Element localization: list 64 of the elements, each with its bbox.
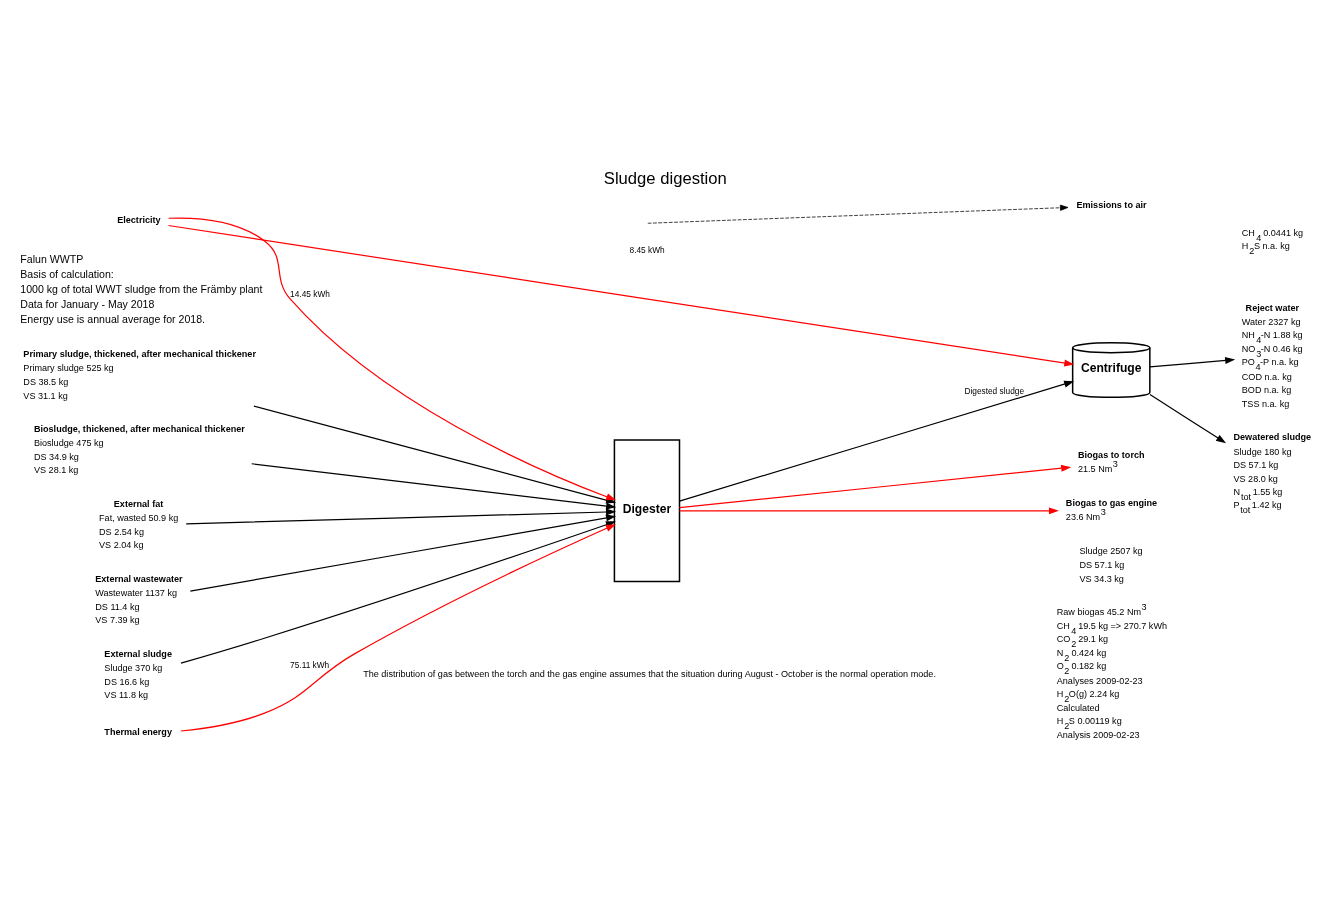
node-text: Emissions to air <box>1076 199 1147 210</box>
node-label: VS 28.1 kg <box>33 464 79 475</box>
node-label: DS 38.5 kg <box>23 376 69 387</box>
node-text: External fat <box>113 498 164 509</box>
label: Basis of calculation: <box>20 267 114 280</box>
node-label: VS 2.04 kg <box>99 539 144 550</box>
node-label: Primary sludge 525 kg <box>23 362 114 373</box>
label: Energy use is annual average for 2018. <box>20 312 205 325</box>
node-label: BOD n.a. kg <box>1241 384 1292 395</box>
node-text: External wastewater <box>95 573 183 584</box>
arrow <box>180 523 616 732</box>
label: VS 34.3 kg <box>1079 573 1124 584</box>
node-text: Biogas to gas engine <box>1065 497 1158 508</box>
edge-label: 8.45 kWh <box>629 244 665 255</box>
node-label: DS 16.6 kg <box>104 676 150 687</box>
node-label: VS 28.0 kg <box>1233 473 1278 484</box>
label: Data for January - May 2018 <box>20 297 155 310</box>
arrow <box>1149 356 1236 367</box>
node-text: Primary sludge, thickened, after mechanical thickener <box>23 348 256 359</box>
arrow <box>189 513 617 592</box>
label: Calculated <box>1056 702 1100 713</box>
arrow <box>167 224 1075 366</box>
arrow <box>678 506 1059 514</box>
arrow <box>167 216 617 500</box>
node-box: Digester <box>613 438 681 582</box>
node-text: External sludge <box>104 648 172 659</box>
node-text: Biogas to torch <box>1077 449 1145 460</box>
diagram-title: Sludge digestion <box>603 168 727 188</box>
edge-label: 75.11 kWh <box>290 659 330 670</box>
node-label: COD n.a. kg <box>1241 371 1292 382</box>
node-label: DS 57.1 kg <box>1233 459 1279 470</box>
label: Falun WWTP <box>20 252 84 265</box>
node-text: Electricity <box>117 214 161 225</box>
node-label: Sludge 180 kg <box>1233 446 1292 457</box>
arrow <box>678 464 1072 508</box>
label: DS 57.1 kg <box>1079 559 1125 570</box>
node-label: DS 2.54 kg <box>99 526 144 537</box>
arrow <box>678 380 1075 502</box>
node-label: VS 7.39 kg <box>95 614 140 625</box>
node-label: VS 31.1 kg <box>23 390 68 401</box>
label: The distribution of gas between the torch and the gas engine assumes that the situation during August - October is the normal operation mode. <box>363 668 936 679</box>
arrow <box>1149 393 1227 443</box>
node-label: DS 11.4 kg <box>95 601 140 612</box>
node-label: Fat, wasted 50.9 kg <box>99 512 179 523</box>
arrow <box>180 520 616 664</box>
label: Analysis 2009-02-23 <box>1056 729 1140 740</box>
edge-label: 14.45 kWh <box>290 288 330 299</box>
node-label: Sludge 370 kg <box>104 662 163 673</box>
arrow <box>185 508 617 524</box>
edge-label: Digested sludge <box>964 385 1025 396</box>
node-label: DS 34.9 kg <box>33 451 79 462</box>
label: Sludge 2507 kg <box>1079 545 1143 556</box>
label: Analyses 2009-02-23 <box>1056 675 1143 686</box>
node-label: Biosludge 475 kg <box>33 437 104 448</box>
node-text: Biosludge, thickened, after mechanical thickener <box>33 423 245 434</box>
node-label: TSS n.a. kg <box>1241 398 1290 409</box>
node-text: Dewatered sludge <box>1233 431 1312 442</box>
node-text: Reject water <box>1245 302 1300 313</box>
node-text: Thermal energy <box>104 726 172 737</box>
arrow <box>647 204 1069 224</box>
node-label: Wastewater 1137 kg <box>95 587 178 598</box>
node-label: Water 2327 kg <box>1241 316 1301 327</box>
label: 1000 kg of total WWT sludge from the Främby plant <box>20 282 263 295</box>
node-label: VS 11.8 kg <box>104 689 149 700</box>
